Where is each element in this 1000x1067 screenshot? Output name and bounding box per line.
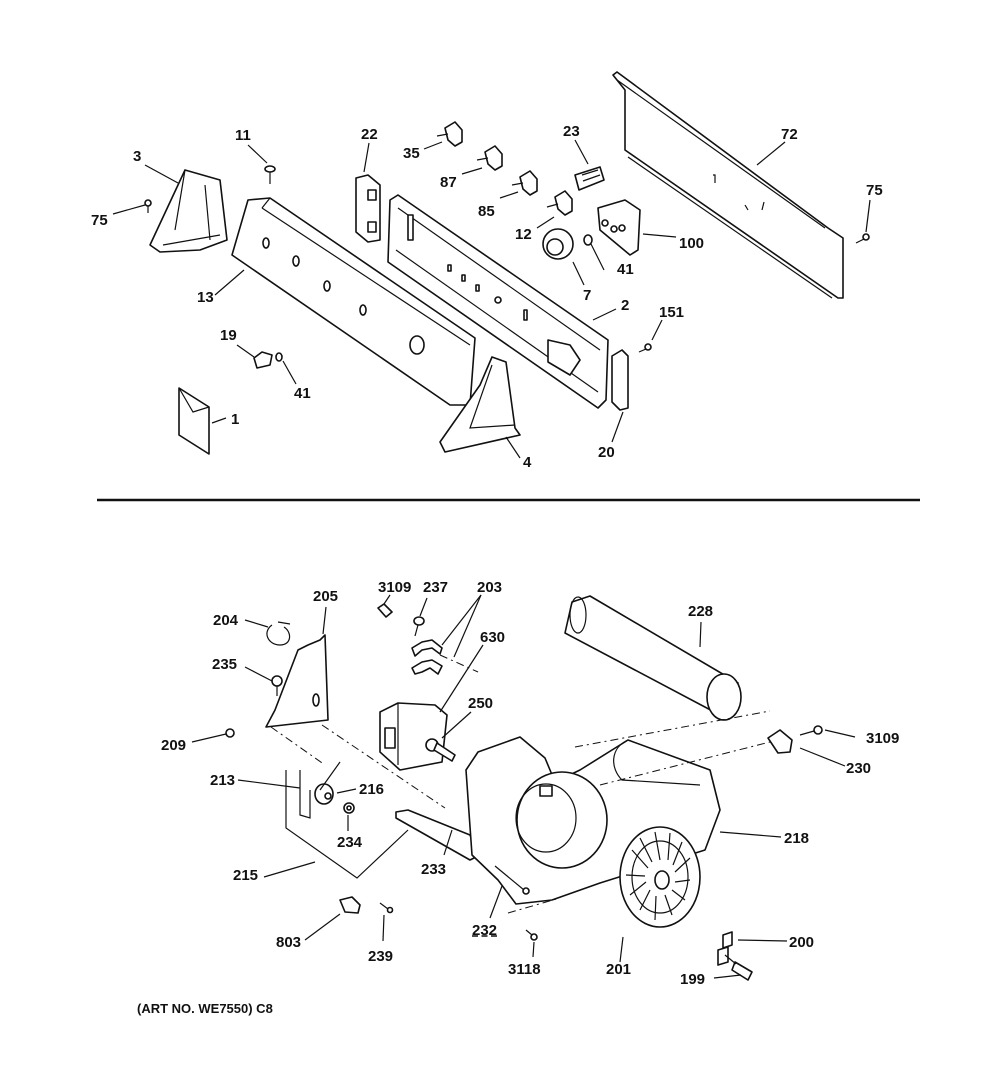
part-213-shaft [299, 770, 311, 819]
part-19-cap [253, 351, 273, 369]
part-201-blower-wheel [619, 826, 701, 928]
callout-7: 7 [583, 287, 592, 304]
callout-41: 41 [617, 261, 634, 278]
callout-35: 35 [403, 145, 420, 162]
part-87-switch [476, 145, 503, 171]
part-100-control-module [597, 199, 641, 256]
part-203-clamp [411, 639, 443, 675]
callout-216: 216 [359, 781, 385, 798]
callout-4: 4 [523, 454, 532, 471]
callout-22: 22 [361, 126, 378, 143]
part-3-end-cap [149, 169, 228, 253]
callout-205: 205 [313, 588, 339, 605]
part-75-screw-right [855, 233, 870, 244]
callout-19: 19 [220, 327, 237, 344]
part-35-switch [436, 121, 463, 147]
callout-1: 1 [231, 411, 240, 428]
part-234-nut [343, 802, 355, 814]
callout-3109-right: 3109 [866, 730, 900, 747]
part-1-instruction-card [178, 387, 210, 455]
callout-228: 228 [688, 603, 714, 620]
callout-23: 23 [563, 123, 580, 140]
callout-630: 630 [480, 629, 506, 646]
part-205-bracket [265, 634, 329, 728]
assembly-lines [270, 654, 771, 914]
part-13-front-panel [231, 197, 476, 406]
callout-803: 803 [276, 934, 302, 951]
part-151-screw [638, 343, 652, 353]
part-235-screw [271, 675, 283, 696]
part-23-grille [574, 166, 605, 191]
part-230-clamp [767, 729, 793, 754]
callout-234: 234 [337, 834, 363, 851]
part-803-clip [339, 896, 361, 914]
part-250-timer [379, 702, 456, 771]
callout-3: 3 [133, 148, 142, 165]
callout-201: 201 [606, 961, 632, 978]
part-11-screw [264, 165, 276, 184]
part-41-bushing [583, 234, 593, 246]
callout-204: 204 [213, 612, 239, 629]
callout-72: 72 [781, 126, 798, 143]
callout-250: 250 [468, 695, 494, 712]
callout-2: 2 [621, 297, 630, 314]
callout-218: 218 [784, 830, 810, 847]
part-237-screw [413, 616, 425, 637]
callout-lines-bottom [191, 594, 856, 979]
part-233-base [395, 809, 479, 861]
part-3118-screw [525, 929, 538, 941]
callout-41-left: 41 [294, 385, 311, 402]
callout-209: 209 [161, 737, 187, 754]
callout-100: 100 [679, 235, 705, 252]
callout-233: 233 [421, 861, 447, 878]
callout-237: 237 [423, 579, 449, 596]
callout-235: 235 [212, 656, 238, 673]
part-239-screw [379, 902, 394, 914]
part-204-clip [266, 621, 291, 646]
part-215-linkage [285, 770, 409, 879]
part-3109-screw-right [799, 725, 823, 736]
part-199-bolt [724, 954, 753, 981]
callout-12: 12 [515, 226, 532, 243]
part-20-bracket [611, 349, 629, 411]
part-41-bushing-left [275, 352, 283, 362]
callout-3109: 3109 [378, 579, 412, 596]
callout-239: 239 [368, 948, 394, 965]
part-7-knob [542, 228, 574, 260]
part-232-pin [494, 865, 530, 895]
part-75-screw [144, 199, 152, 213]
callout-203: 203 [477, 579, 503, 596]
part-72-back-panel [612, 71, 844, 299]
callout-85: 85 [478, 203, 495, 220]
callout-13: 13 [197, 289, 214, 306]
art-number-caption: (ART NO. WE7550) C8 [137, 1001, 273, 1016]
part-216-pulley [314, 761, 341, 805]
callout-213: 213 [210, 772, 236, 789]
callout-215: 215 [233, 867, 259, 884]
part-2-control-frame [387, 194, 609, 409]
callout-232: 232 [472, 922, 498, 939]
callout-87: 87 [440, 174, 457, 191]
part-22-bracket [355, 174, 381, 243]
part-3109-screw [377, 603, 393, 618]
callout-200: 200 [789, 934, 815, 951]
part-4-end-cap [439, 356, 521, 453]
callout-3118: 3118 [508, 961, 541, 978]
part-209-nut [225, 728, 235, 738]
callout-75-right: 75 [866, 182, 883, 199]
callout-199: 199 [680, 971, 706, 988]
part-228-duct [564, 595, 742, 721]
callout-151: 151 [659, 304, 685, 321]
part-85-switch [511, 170, 538, 196]
part-200-plate [717, 931, 733, 966]
part-12-switch [546, 190, 573, 216]
callout-lines-top [112, 139, 871, 459]
callout-230: 230 [846, 760, 872, 777]
callout-75: 75 [91, 212, 108, 229]
callout-20: 20 [598, 444, 615, 461]
callout-11: 11 [235, 127, 251, 144]
